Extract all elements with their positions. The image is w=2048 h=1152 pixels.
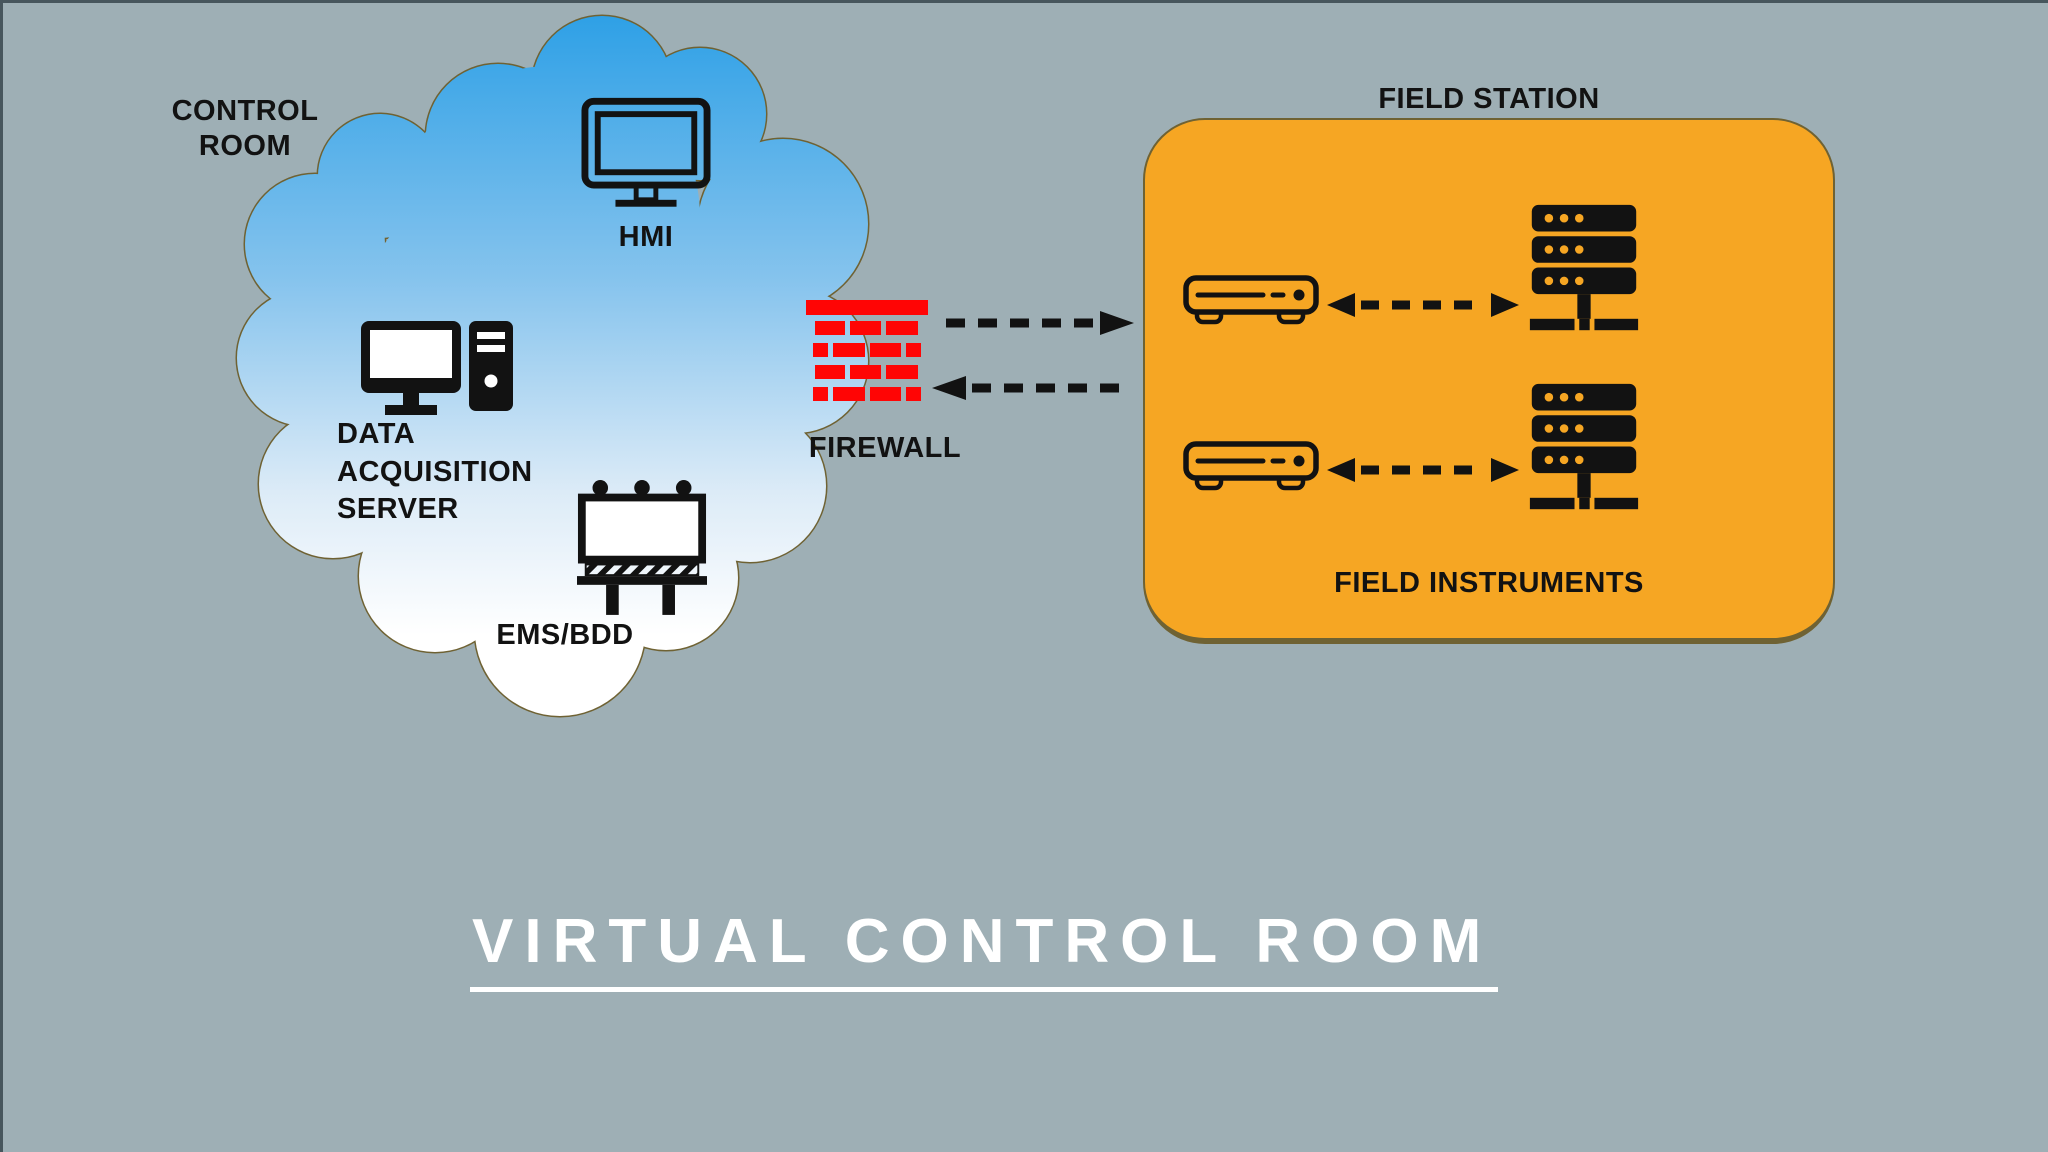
field-station-label: FIELD STATION [1378,83,1600,115]
server-rack-icon [1529,383,1639,510]
firewall-brick-wall-icon [806,300,928,401]
field-station-to-firewall-arrow [932,376,1120,400]
field-station-box [1143,118,1835,644]
server-rack-icon [1529,204,1639,331]
hmi-label: HMI [618,221,674,253]
slide-left-edge [0,0,3,1152]
slide-top-edge [0,0,2048,3]
firewall-label: FIREWALL [808,432,962,464]
modem-icon [1183,275,1319,325]
control-room-cloud [235,14,870,718]
page-title: VIRTUAL CONTROL ROOM [470,906,1499,992]
modem-server-link-arrow [1327,458,1519,482]
modem-server-link-arrow [1327,293,1519,317]
ems-bdd-label: EMS/BDD [496,619,634,651]
control-room-label: CONTROL ROOM [171,95,319,163]
modem-icon [1183,441,1319,491]
firewall-to-field-station-arrow [946,311,1134,335]
field-instruments-label: FIELD INSTRUMENTS [1334,567,1644,599]
billboard-icon [577,480,707,615]
desktop-computer-icon [361,321,513,415]
data-acquisition-server-label: DATA ACQUISITION SERVER [337,418,533,526]
monitor-icon [581,97,711,207]
